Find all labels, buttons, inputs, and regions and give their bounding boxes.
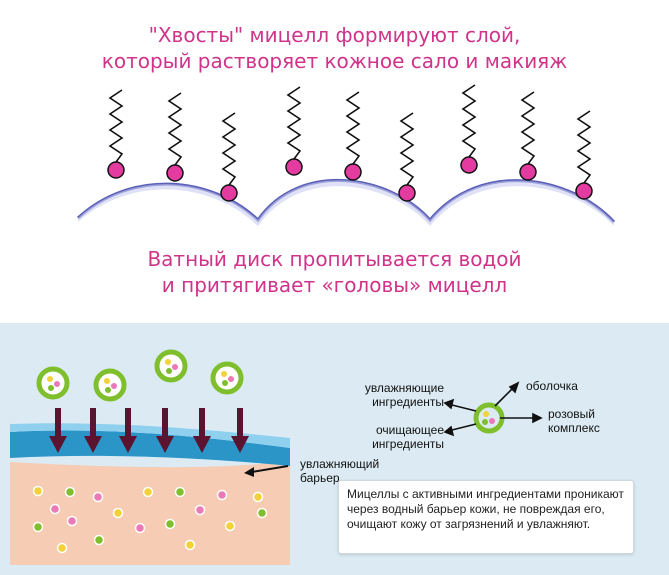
micelle-head-with-tail — [460, 84, 478, 174]
label-pink-line-1: розовый — [548, 407, 595, 421]
skin-ingredient-dot — [112, 507, 124, 519]
explanation-note: Мицеллы с активными ингредиентами проник… — [338, 480, 634, 554]
micelle-head-with-tail — [344, 91, 362, 181]
micelle — [93, 368, 127, 402]
skin-ingredient-dot — [174, 486, 186, 498]
skin-ingredient-dot — [224, 520, 236, 532]
down-arrow — [119, 408, 137, 453]
skin-ingredient-dot — [164, 518, 176, 530]
skin-layer — [10, 460, 290, 565]
skin-ingredient-dot — [66, 515, 78, 527]
micelle-head-with-tail — [166, 92, 184, 182]
skin-ingredient-dot — [216, 489, 228, 501]
micelle — [36, 366, 70, 400]
skin-ingredient-dot — [64, 486, 76, 498]
down-arrow — [231, 408, 249, 453]
skin-ingredient-dot — [134, 522, 146, 534]
skin-ingredient-dot — [142, 486, 154, 498]
label-cleansing-line-1: очищающее — [376, 423, 444, 437]
skin-ingredient-dot — [56, 542, 68, 554]
down-arrow — [49, 408, 67, 453]
skin-ingredient-dot — [252, 491, 264, 503]
micelle-head-with-tail — [285, 86, 303, 176]
skin-ingredient-dot — [184, 539, 196, 551]
caption-tails-line-1: "Хвосты" мицелл формируют слой, — [148, 23, 521, 47]
water-layer — [10, 430, 290, 466]
skin-ingredient-dot — [194, 504, 206, 516]
skin-ingredient-dot — [32, 521, 44, 533]
label-barrier-line-2: барьер — [300, 471, 340, 485]
label-cleansing-line-2: ингредиенты — [372, 437, 444, 451]
caption-disk-line-2: и притягивает «головы» мицелл — [161, 273, 508, 297]
micelle — [210, 361, 244, 395]
skin-ingredient-dot — [49, 503, 61, 515]
down-arrow — [84, 408, 102, 453]
label-pink-line-2: комплекс — [548, 421, 600, 435]
micelle-head-with-tail — [519, 91, 537, 181]
micelle — [154, 349, 188, 383]
micelle-orientation-diagram — [76, 84, 616, 226]
down-arrow — [193, 408, 211, 453]
label-moisturizing-line-1: увлажняющие — [364, 381, 444, 395]
skin-ingredient-dot — [32, 485, 44, 497]
micelle-head-with-tail — [220, 112, 238, 202]
skin-ingredient-dot — [256, 507, 268, 519]
caption-tails-line-2: который растворяет кожное сало и макияж — [101, 49, 568, 73]
label-shell: оболочка — [526, 379, 578, 393]
label-barrier-line-1: увлажняющий — [300, 457, 380, 471]
caption-disk-line-1: Ватный диск пропитывается водой — [147, 247, 522, 271]
down-arrow — [156, 408, 174, 453]
micelle-head-with-tail — [107, 89, 125, 179]
legend-micelle — [473, 402, 505, 434]
skin-ingredient-dot — [93, 534, 105, 546]
micelle-head-with-tail — [575, 110, 593, 200]
label-moisturizing-line-2: ингредиенты — [372, 395, 444, 409]
skin-ingredient-dot — [92, 491, 104, 503]
micelle-head-with-tail — [398, 112, 416, 202]
